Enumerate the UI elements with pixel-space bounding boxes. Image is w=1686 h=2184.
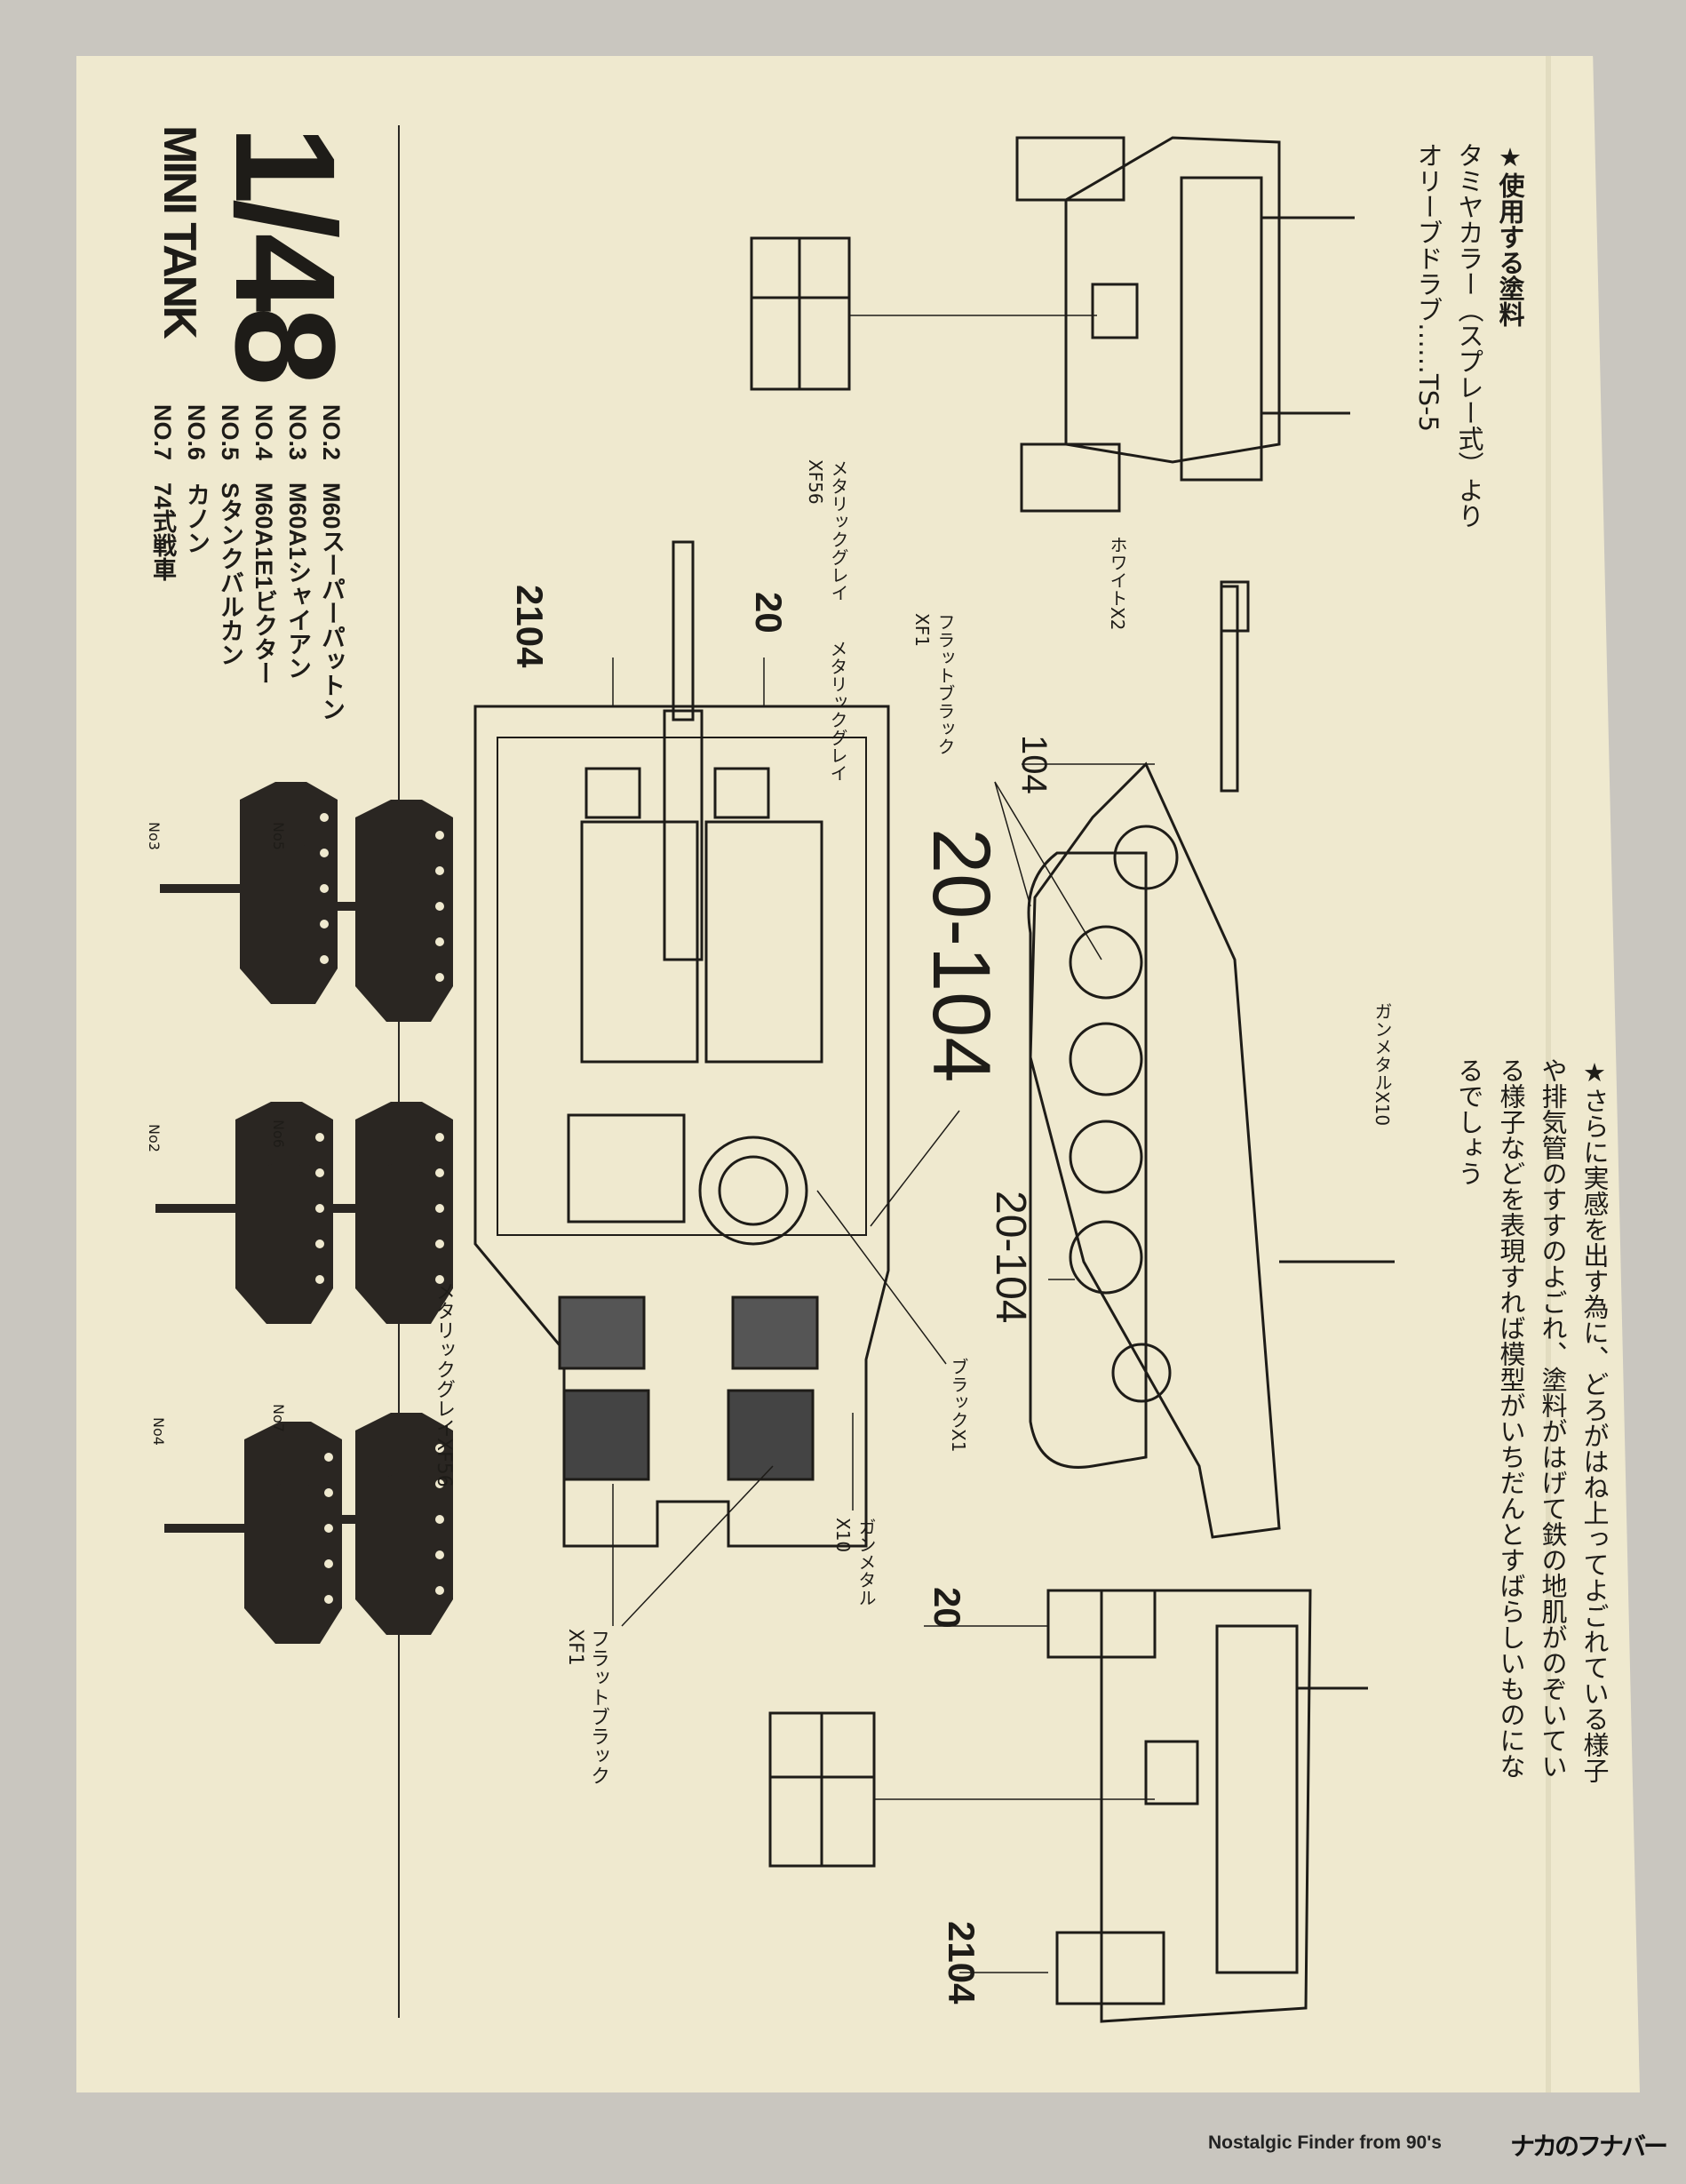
- leader-lines: [612, 315, 1155, 1973]
- marking-20-top: 20: [748, 592, 790, 634]
- note-line: るでしょう: [1454, 1057, 1484, 1186]
- marking-20-rear: 20: [927, 1587, 968, 1629]
- sheet-edge: [1546, 56, 1551, 2092]
- paint-color: オリーブドラブ……TS-5: [1413, 142, 1443, 433]
- footer-caption: Nostalgic Finder from 90's: [1208, 2132, 1442, 2153]
- silhouette-no3: [160, 782, 338, 1004]
- series-title: MINI TANK: [154, 125, 205, 337]
- silhouette-label: No6: [270, 1120, 287, 1148]
- silhouette-label: No3: [146, 822, 163, 850]
- silhouette-label: No4: [150, 1417, 167, 1446]
- side-view-drawing: [1027, 580, 1395, 1539]
- rear-view-drawing: [1046, 1589, 1368, 2023]
- note-line: や排気管のすすのよごれ、塗料がはげて鉄の地肌がのぞいてい: [1538, 1057, 1568, 1779]
- instruction-sheet: [76, 56, 1640, 2092]
- series-item: NO.3M60A1シャイアン: [284, 404, 311, 681]
- callout-gunmetal-side: ガンメタルX10: [1372, 1002, 1393, 1127]
- silhouette-no4: [164, 1422, 342, 1644]
- paint-info: ★使用する塗料 タミヤカラー（スプレー式）より オリーブドラブ……TS-5: [1408, 142, 1531, 529]
- marking-104: 104: [1014, 735, 1054, 794]
- top-view-drawing: [473, 540, 890, 1548]
- flag-marking-top: [750, 236, 851, 391]
- note-line: ★さらに実感を出す為に、どろがはね上ってよごれている様子: [1579, 1057, 1610, 1783]
- footer-logo: ナカのフナバー: [1510, 2132, 1668, 2161]
- paint-brand: タミヤカラー（スプレー式）より: [1454, 142, 1484, 529]
- series-item: NO.6カノン: [183, 404, 210, 554]
- marking-2104-top: 2104: [509, 585, 551, 668]
- callout-metallic-grey-bottom: メタリックグレイXF56: [433, 1281, 455, 1487]
- paint-heading: ★使用する塗料: [1495, 142, 1525, 327]
- note-line: る様子などを表現すれば模型がいちだんとすばらしいものにな: [1496, 1057, 1526, 1779]
- silhouette-no2: [155, 1102, 333, 1324]
- series-item: NO.5Sタンクバルカン: [217, 404, 243, 667]
- callout-metallic-grey-mid: メタリックグレイ: [827, 640, 848, 782]
- callout-black: ブラックX1: [948, 1358, 969, 1453]
- flag-marking-bottom: [768, 1711, 876, 1868]
- series-item: NO.4M60A1E1ビクター: [251, 404, 277, 686]
- series-list: NO.2M60スーパーパットン NO.3M60A1シャイアン NO.4M60A1…: [149, 404, 348, 721]
- silhouette-label: No2: [146, 1124, 163, 1152]
- series-item: NO.2M60スーパーパットン: [318, 404, 345, 721]
- marking-20-104-side: 20-104: [987, 1191, 1034, 1324]
- callout-white: ホワイトX2: [1107, 536, 1128, 631]
- scale-title: 1/48: [206, 125, 365, 381]
- weathering-note: ★さらに実感を出す為に、どろがはね上ってよごれている様子 や排気管のすすのよごれ…: [1448, 1057, 1615, 1783]
- series-item: NO.774式戦車: [149, 404, 176, 582]
- silhouette-label: No5: [270, 822, 287, 850]
- front-view-drawing: [1015, 136, 1355, 513]
- silhouette-label: No7: [270, 1404, 287, 1432]
- marking-20-104-large: 20-104: [916, 828, 1006, 1083]
- divider-line: [398, 125, 400, 2018]
- marking-2104-rear: 2104: [941, 1921, 982, 2005]
